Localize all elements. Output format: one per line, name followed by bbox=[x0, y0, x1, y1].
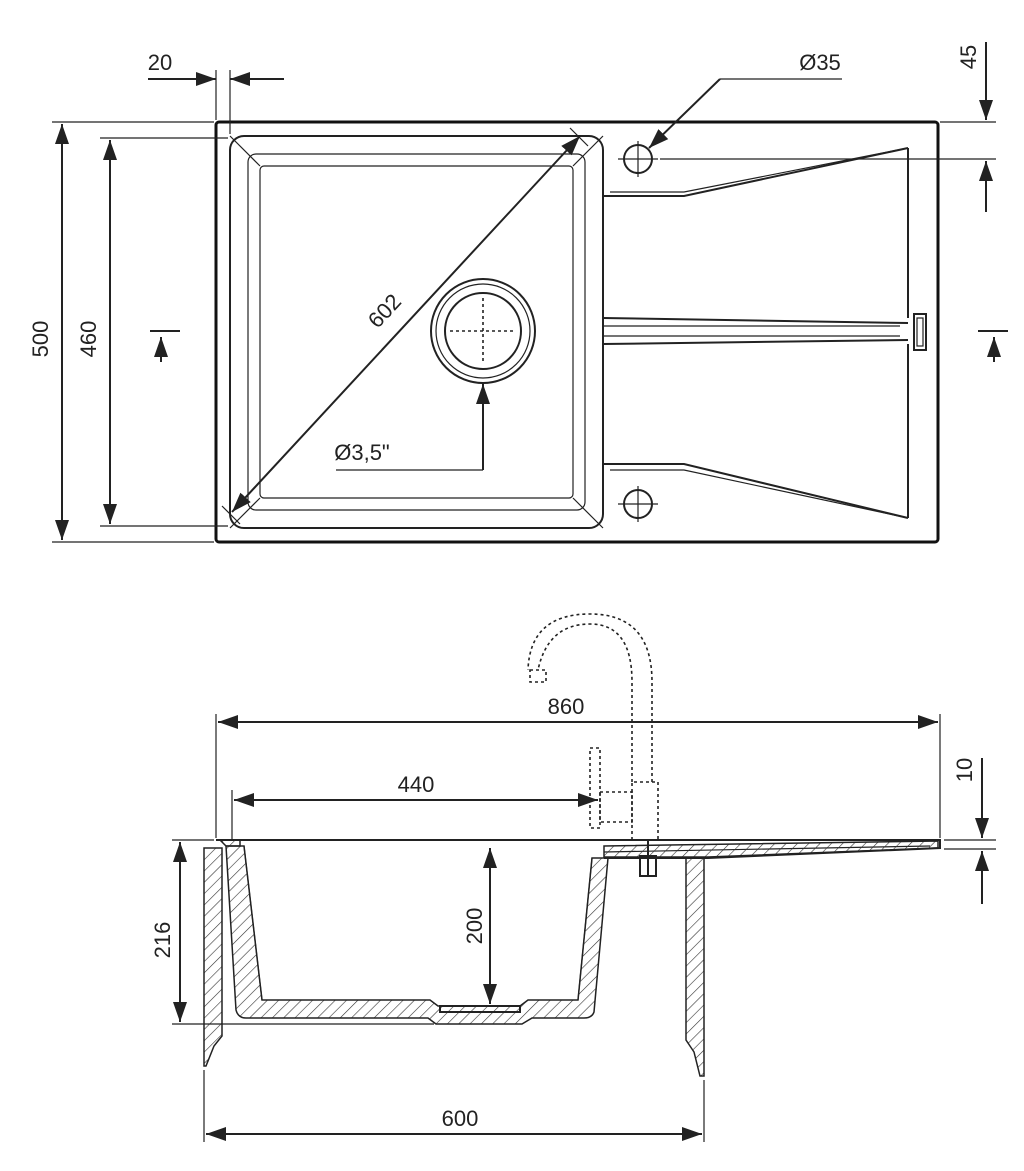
tap-hole-bottom bbox=[618, 486, 658, 522]
dim-10: 10 bbox=[944, 758, 996, 904]
section-view: 860 440 10 216 200 bbox=[150, 613, 996, 1142]
dim-216: 216 bbox=[150, 839, 434, 1025]
dim-200-label: 200 bbox=[462, 908, 487, 945]
dim-drain-diameter-label: Ø3,5" bbox=[334, 440, 390, 465]
drain bbox=[430, 278, 536, 384]
dim-drain-diameter: Ø3,5" bbox=[334, 384, 490, 471]
dim-500: 500 bbox=[28, 121, 214, 543]
dim-500-label: 500 bbox=[28, 321, 53, 358]
dim-600: 600 bbox=[203, 1070, 705, 1142]
section-markers bbox=[150, 330, 1008, 362]
dim-440: 440 bbox=[231, 772, 598, 840]
bowl-outer-rim bbox=[229, 135, 604, 529]
cabinet-wall-left bbox=[203, 847, 223, 1067]
dim-10-label: 10 bbox=[952, 758, 977, 782]
tap-hole-top bbox=[618, 141, 658, 177]
cabinet-wall-right bbox=[685, 857, 705, 1077]
bowl-floor bbox=[259, 165, 574, 499]
drain-outlet bbox=[439, 1005, 521, 1013]
dim-hole-diameter: Ø35 bbox=[648, 50, 842, 149]
dim-200: 200 bbox=[462, 848, 497, 1004]
dim-216-label: 216 bbox=[150, 922, 175, 959]
dim-860-label: 860 bbox=[548, 694, 585, 719]
dim-460: 460 bbox=[76, 137, 228, 527]
faucet bbox=[527, 613, 659, 877]
top-view: 500 460 20 Ø35 45 bbox=[28, 42, 1008, 544]
sink-outline bbox=[214, 120, 940, 544]
dim-440-label: 440 bbox=[398, 772, 435, 797]
dim-602-label: 602 bbox=[363, 289, 406, 333]
dim-602: 602 bbox=[221, 127, 589, 525]
bowl-section bbox=[225, 845, 609, 1025]
deck-top bbox=[216, 839, 941, 859]
dim-20-label: 20 bbox=[148, 50, 172, 75]
dim-45-label: 45 bbox=[956, 45, 981, 69]
dim-860: 860 bbox=[215, 694, 941, 838]
dim-460-label: 460 bbox=[76, 321, 101, 358]
drainboard-section bbox=[603, 840, 939, 858]
dim-45: 45 bbox=[660, 42, 996, 212]
dim-20: 20 bbox=[148, 50, 284, 134]
drainboard-grooves bbox=[602, 147, 927, 519]
dim-600-label: 600 bbox=[442, 1106, 479, 1131]
dim-hole-diameter-label: Ø35 bbox=[799, 50, 841, 75]
